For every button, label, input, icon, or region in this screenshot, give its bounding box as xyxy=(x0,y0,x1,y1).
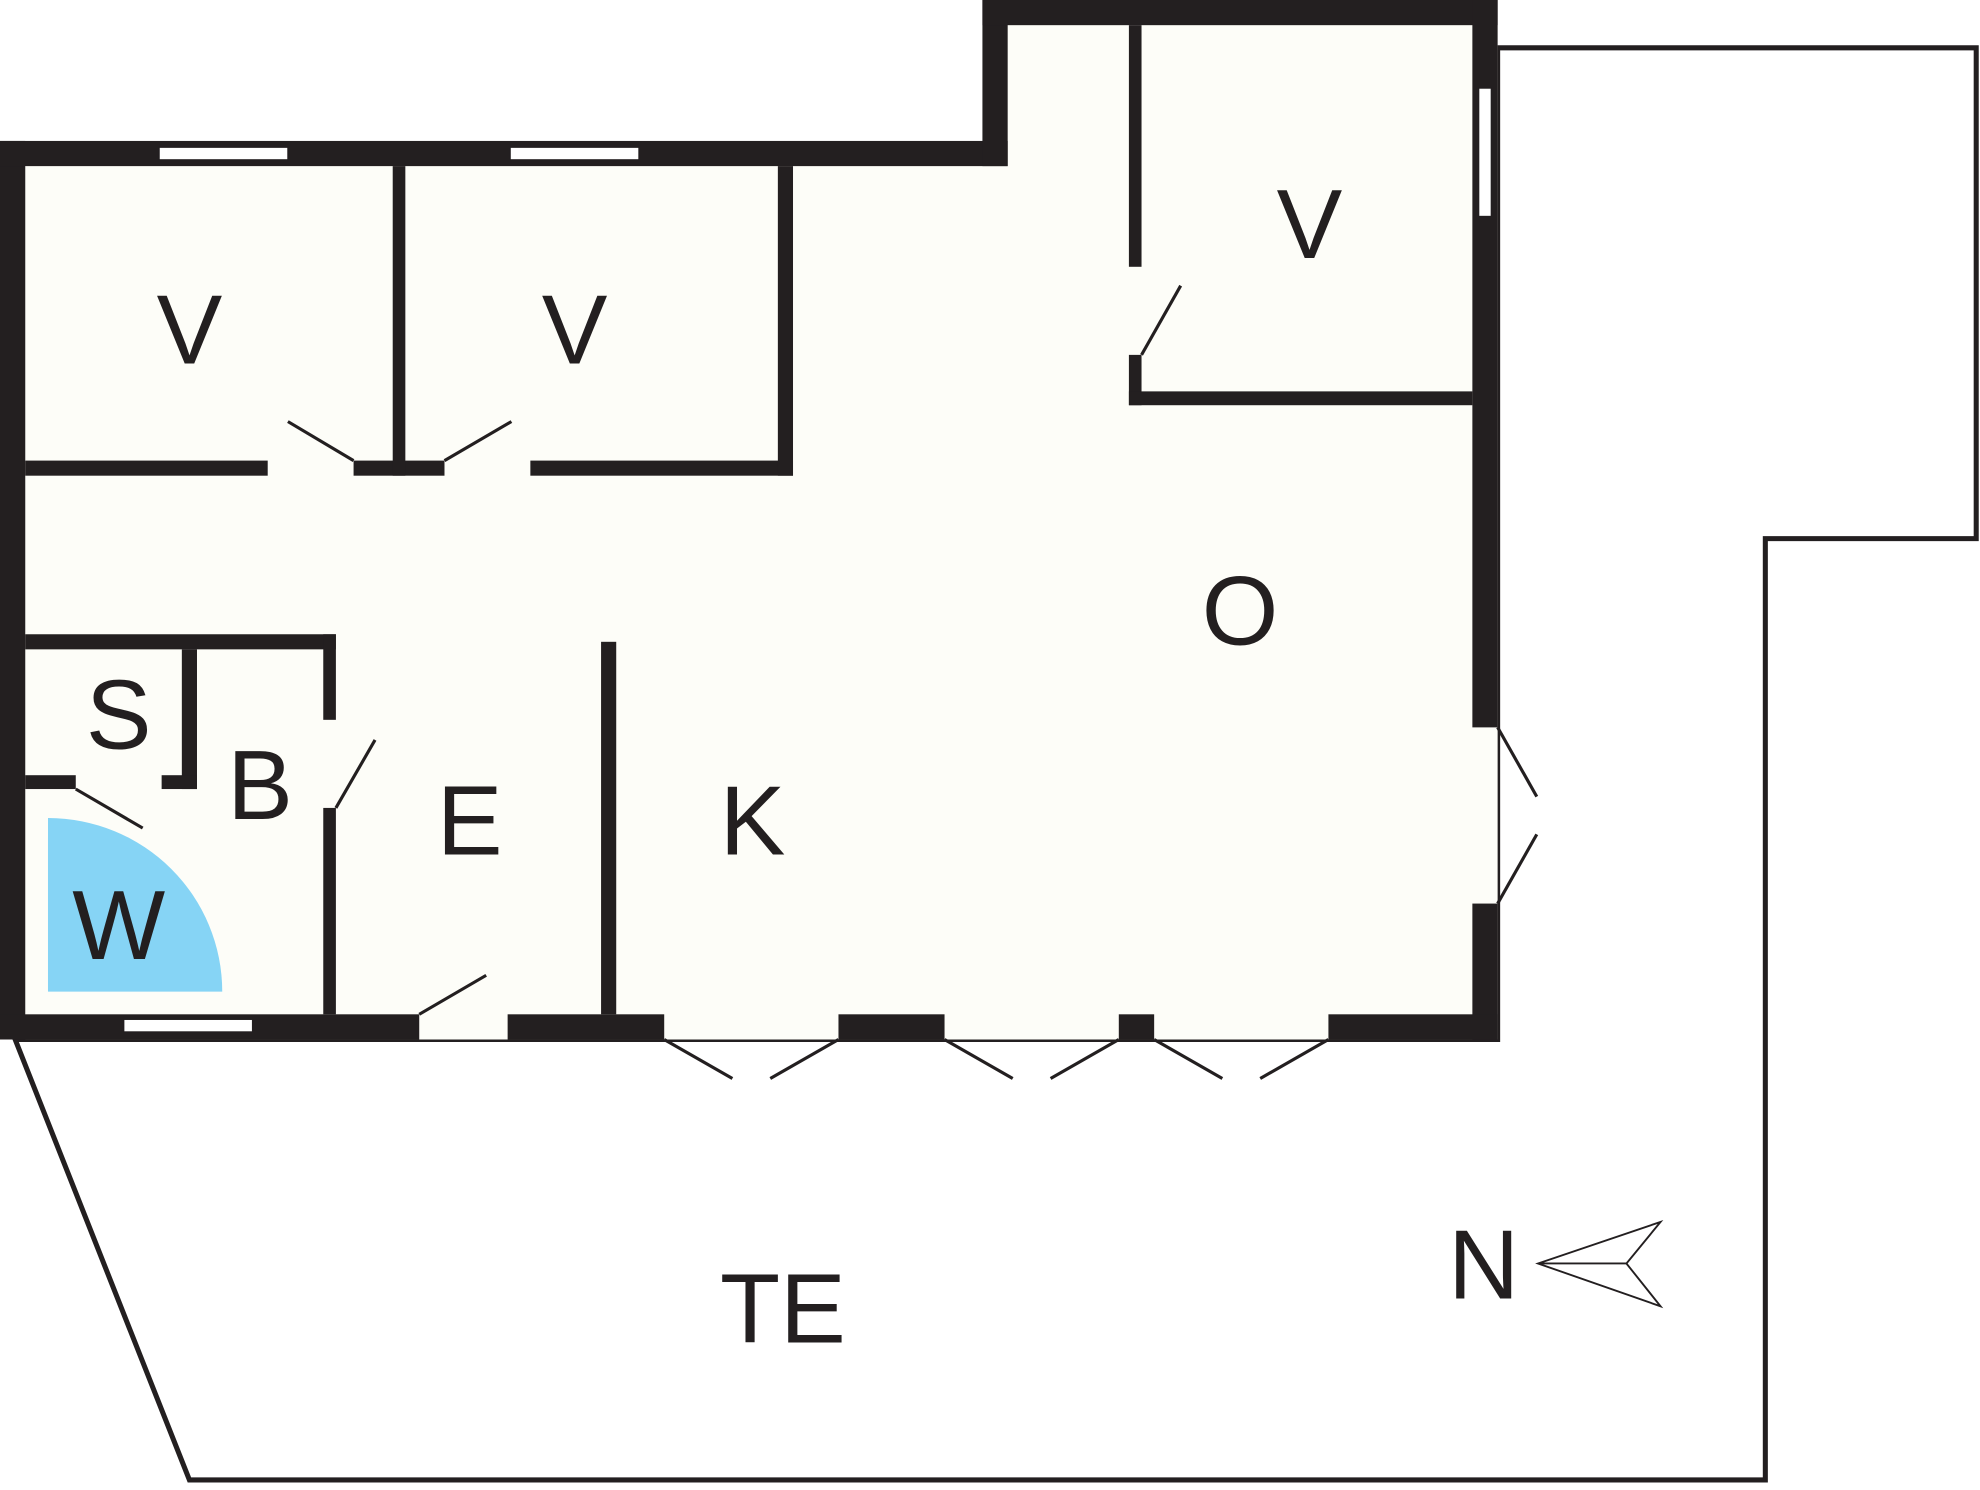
room-label-entrance: E xyxy=(437,766,503,876)
room-label-bedroom-3: V xyxy=(1277,169,1343,279)
north-arrow-icon xyxy=(1535,1219,1664,1309)
room-label-bathroom: B xyxy=(227,730,293,840)
room-label-kitchen: K xyxy=(720,766,786,876)
interior-walls xyxy=(25,25,1473,1015)
shower-area xyxy=(47,817,223,992)
exterior-walls xyxy=(0,0,1498,1040)
room-label-washroom: W xyxy=(72,870,165,980)
room-label-bedroom-2: V xyxy=(542,275,608,385)
building-floor xyxy=(0,0,1498,1039)
door-swings xyxy=(74,284,1539,1080)
room-label-living: O xyxy=(1202,555,1279,665)
room-label-bedroom-1: V xyxy=(157,275,223,385)
compass-label: N xyxy=(1448,1210,1519,1320)
room-label-storage: S xyxy=(86,660,152,770)
windows xyxy=(123,87,1492,1033)
room-label-terrace: TE xyxy=(720,1254,846,1364)
